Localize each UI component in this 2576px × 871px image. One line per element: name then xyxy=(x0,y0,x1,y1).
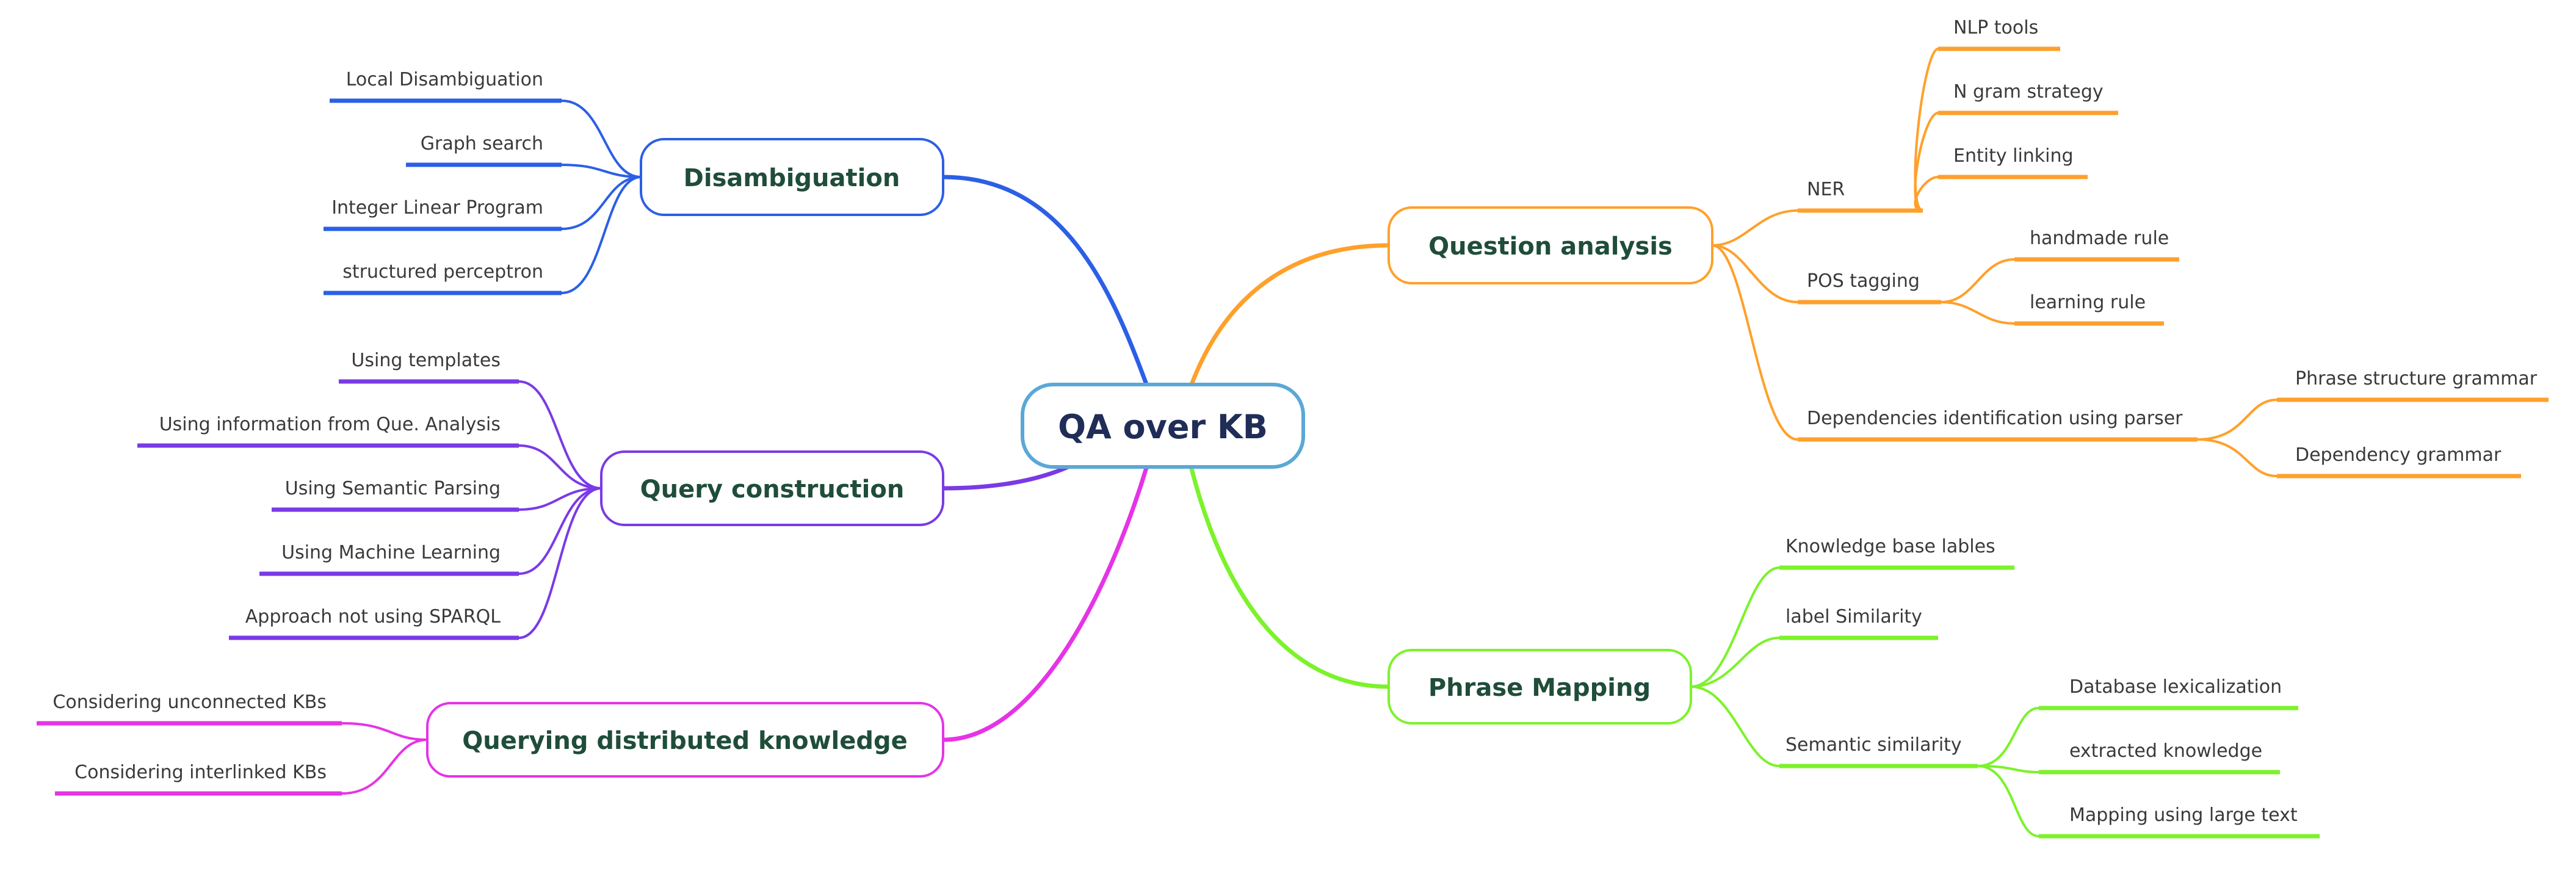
connector-central-disambiguation xyxy=(942,175,1150,389)
node-semantic-similarity: Semantic similarity xyxy=(1785,734,1962,756)
leaf-using-information-que-analysis: Using information from Que. Analysis xyxy=(159,414,501,435)
leaf-considering-unconnected-kbs: Considering unconnected KBs xyxy=(52,692,327,713)
topic-query-construction[interactable]: Query construction xyxy=(600,450,944,526)
leaf-considering-interlinked-kbs: Considering interlinked KBs xyxy=(74,762,327,783)
disambiguation-underlines xyxy=(324,98,562,295)
node-ner: NER xyxy=(1807,179,1845,200)
connector-central-query-construction xyxy=(942,461,1076,491)
leaf-handmade-rule: handmade rule xyxy=(2030,228,2169,249)
disambiguation-links xyxy=(561,99,642,294)
connector-central-question-analysis xyxy=(1188,243,1389,389)
topic-disambiguation-label: Disambiguation xyxy=(684,164,900,192)
connector-central-phrase-mapping xyxy=(1188,463,1389,689)
topic-phrase-mapping-label: Phrase Mapping xyxy=(1428,674,1651,702)
query-construction-underlines xyxy=(137,379,519,640)
leaf-using-templates: Using templates xyxy=(351,350,501,371)
leaf-n-gram-strategy: N gram strategy xyxy=(1953,81,2104,103)
leaf-learning-rule: learning rule xyxy=(2030,292,2146,313)
connector-central-querying-distributed xyxy=(942,463,1150,742)
leaf-database-lexicalization: Database lexicalization xyxy=(2069,676,2282,698)
topic-question-analysis[interactable]: Question analysis xyxy=(1387,206,1713,284)
leaf-graph-search: Graph search xyxy=(421,133,543,154)
node-pos-tagging: POS tagging xyxy=(1807,270,1920,292)
leaf-phrase-structure-grammar: Phrase structure grammar xyxy=(2295,368,2538,389)
central-node[interactable]: QA over KB xyxy=(1021,383,1305,469)
phrase-mapping-links xyxy=(1690,566,2039,837)
leaf-entity-linking: Entity linking xyxy=(1953,145,2074,167)
topic-query-construction-label: Query construction xyxy=(640,475,905,504)
query-construction-links xyxy=(518,380,602,639)
leaf-mapping-using-large-text: Mapping using large text xyxy=(2069,804,2298,826)
central-node-label: QA over KB xyxy=(1058,408,1268,446)
topic-phrase-mapping[interactable]: Phrase Mapping xyxy=(1387,649,1692,725)
leaf-structured-perceptron: structured perceptron xyxy=(342,261,543,283)
question-analysis-links xyxy=(1712,48,2278,477)
leaf-using-machine-learning: Using Machine Learning xyxy=(281,542,501,563)
leaf-approach-not-using-sparql: Approach not using SPARQL xyxy=(245,606,501,627)
querying-distributed-underlines xyxy=(37,721,342,796)
topic-disambiguation[interactable]: Disambiguation xyxy=(640,138,944,216)
leaf-integer-linear-program: Integer Linear Program xyxy=(331,197,543,219)
question-analysis-underlines xyxy=(1798,46,2549,479)
leaf-nlp-tools: NLP tools xyxy=(1953,17,2038,38)
node-label-similarity: label Similarity xyxy=(1785,606,1922,627)
phrase-mapping-underlines xyxy=(1779,565,2320,839)
leaf-using-semantic-parsing: Using Semantic Parsing xyxy=(285,478,501,499)
topic-querying-distributed-label: Querying distributed knowledge xyxy=(462,727,908,755)
querying-distributed-links xyxy=(341,722,428,795)
node-dependencies-identification: Dependencies identification using parser xyxy=(1807,408,2183,429)
leaf-local-disambiguation: Local Disambiguation xyxy=(346,69,543,90)
leaf-dependency-grammar: Dependency grammar xyxy=(2295,444,2502,466)
topic-question-analysis-label: Question analysis xyxy=(1428,233,1673,261)
topic-querying-distributed-knowledge[interactable]: Querying distributed knowledge xyxy=(426,702,944,778)
leaf-extracted-knowledge: extracted knowledge xyxy=(2069,740,2262,762)
node-knowledge-base-lables: Knowledge base lables xyxy=(1785,536,1995,557)
